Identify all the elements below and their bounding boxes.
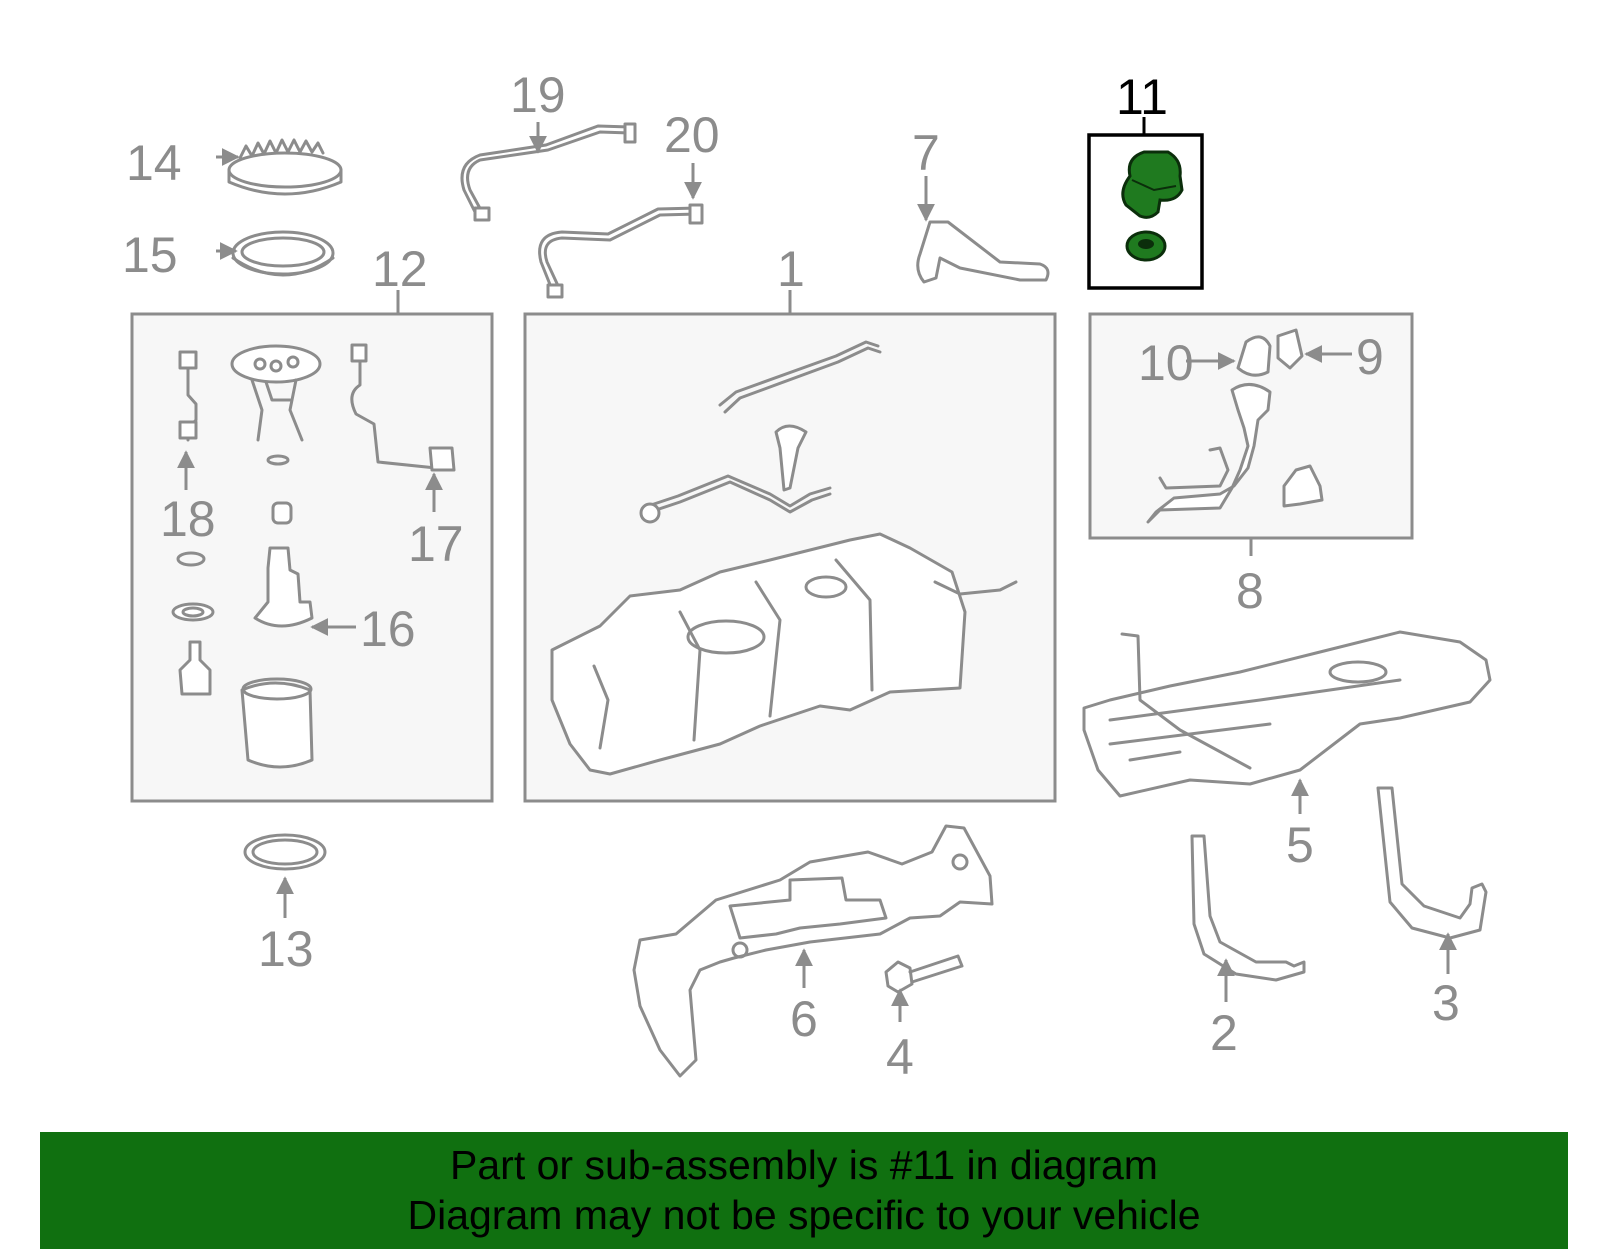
part-1-fuel-tank-icon[interactable] [550, 340, 1018, 776]
banner-line-2: Diagram may not be specific to your vehi… [407, 1192, 1201, 1238]
banner-line-1: Part or sub-assembly is #11 in diagram [450, 1142, 1158, 1188]
callout-5: 5 [1286, 817, 1314, 873]
part-13-gasket-icon[interactable] [243, 833, 327, 871]
part-3-strap-icon[interactable] [1376, 786, 1488, 940]
part-pump-flange-icon[interactable] [230, 344, 322, 466]
callout-20: 20 [664, 107, 720, 163]
callout-14: 14 [126, 135, 182, 191]
part-10-grommet-icon[interactable] [1236, 335, 1272, 377]
part-14-lock-ring-icon[interactable] [227, 138, 343, 196]
callout-7: 7 [912, 125, 940, 181]
callout-8: 8 [1236, 563, 1264, 619]
part-17-wiring-icon[interactable] [350, 343, 456, 472]
part-15-gasket-icon[interactable] [231, 230, 335, 277]
part-9-cap-icon[interactable] [1276, 328, 1304, 370]
part-11-fuel-cap-icon[interactable] [1121, 150, 1184, 262]
part-4-bolt-icon[interactable] [884, 954, 964, 994]
callout-3: 3 [1432, 975, 1460, 1031]
callout-18: 18 [160, 491, 216, 547]
callout-16: 16 [360, 601, 416, 657]
callout-19: 19 [510, 67, 566, 123]
part-20-fuel-line-icon[interactable] [538, 203, 704, 299]
part-6-heat-shield-icon[interactable] [632, 824, 994, 1078]
part-5-skid-plate-icon[interactable] [1082, 630, 1492, 798]
part-filter-icon[interactable] [178, 640, 314, 769]
part-16-fuel-pump-icon[interactable] [171, 501, 314, 628]
callout-4: 4 [886, 1029, 914, 1085]
leader-lines [177, 117, 1457, 1022]
callout-1: 1 [777, 241, 805, 297]
part-2-strap-icon[interactable] [1190, 834, 1306, 982]
callout-labels: 14 15 19 20 7 11 12 1 10 9 18 17 16 8 5 … [122, 67, 1460, 1085]
callout-12: 12 [372, 241, 428, 297]
part-7-bracket-icon[interactable] [916, 220, 1050, 284]
callout-17: 17 [408, 516, 464, 572]
part-19-fuel-line-icon[interactable] [460, 122, 637, 222]
callout-9: 9 [1356, 329, 1384, 385]
callout-13: 13 [258, 921, 314, 977]
part-8-filler-pipe-icon[interactable] [1146, 383, 1324, 524]
callout-10: 10 [1138, 335, 1194, 391]
callout-11[interactable]: 11 [1116, 69, 1168, 125]
info-banner: Part or sub-assembly is #11 in diagram D… [40, 1132, 1568, 1249]
callout-6: 6 [790, 991, 818, 1047]
callout-2: 2 [1210, 1005, 1238, 1061]
callout-15: 15 [122, 227, 178, 283]
part-18-sender-icon[interactable] [178, 350, 198, 442]
